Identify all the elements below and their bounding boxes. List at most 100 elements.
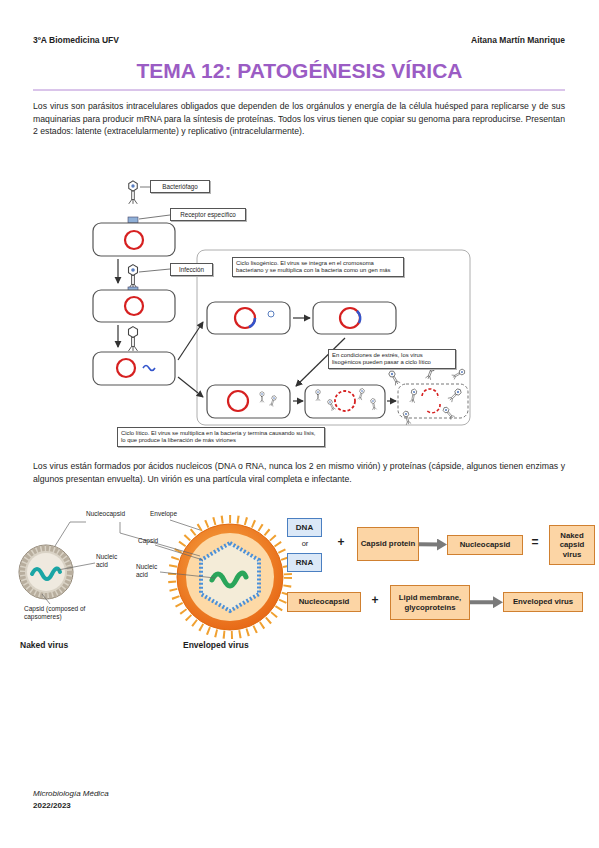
part-label: Capsid (composed of capsomeres): [24, 605, 90, 621]
box-text: Capsid protein: [360, 539, 416, 549]
bacterium-cell: [207, 302, 290, 334]
box-text: Enveloped virus: [506, 597, 580, 607]
part-label: Nucleic acid: [136, 563, 162, 579]
part-label: Envelope: [150, 510, 195, 518]
operator-symbol: +: [367, 593, 383, 607]
bacterial-chromosome: [125, 231, 143, 249]
body-paragraph: Los virus son parásitos intracelulares o…: [33, 100, 565, 138]
step-arrow: [293, 400, 303, 401]
component-box: Lipid membrane, glycoproteins: [390, 585, 470, 620]
glycoprotein-spikes: [172, 519, 288, 635]
phage-symbol: [358, 388, 365, 400]
phage-symbol: [129, 265, 138, 289]
phage-symbol: [403, 410, 411, 424]
callout-box: Bacteriófago: [150, 180, 210, 193]
box-text: Receptor específico: [173, 211, 243, 219]
figure-label: Enveloped virus: [183, 640, 283, 650]
box-text: Bacteriófago: [153, 183, 207, 191]
nucleic-acid-box: RNA: [287, 553, 322, 572]
operator-word: or: [294, 539, 316, 548]
phage-symbol: [410, 389, 417, 403]
component-box: Capsid protein: [357, 527, 419, 561]
receptor-symbol: [128, 217, 138, 223]
header-text: Aitana Martín Manrique: [365, 35, 565, 45]
viral-particle: [268, 311, 274, 317]
operator-symbol: =: [527, 535, 543, 549]
leader-line: [139, 215, 170, 219]
box-text: En condiciones de estrés, los virus liso…: [332, 352, 452, 366]
leader-line: [42, 594, 50, 604]
bacterial-chromosome: [117, 359, 135, 377]
prophage: [249, 318, 255, 327]
nucleic-acid-symbol: [32, 568, 60, 579]
title-rule: [33, 90, 565, 91]
phage-symbol: [448, 388, 462, 402]
leader-line: [139, 269, 170, 272]
callout-box: Ciclo lítico. El virus se multiplica en …: [117, 427, 325, 447]
phage-symbol: [327, 399, 336, 411]
step-arrow: [117, 325, 118, 347]
leader-line: [55, 522, 86, 546]
box-text: Ciclo lisogénico. El virus se integra en…: [236, 260, 400, 274]
box-text: Nucleocapsid: [290, 597, 358, 607]
phage-symbol: [452, 368, 466, 379]
part-label: Capsid: [138, 537, 173, 545]
box-text: Naked capsid virus: [552, 531, 592, 560]
degraded-chromosome: [422, 389, 440, 413]
phage-symbol: [442, 406, 455, 420]
phage-symbol: [370, 398, 376, 410]
box-text: DNA: [290, 523, 319, 533]
leader-line: [155, 545, 203, 560]
nucleic-acid-box: DNA: [287, 518, 322, 537]
degraded-chromosome: [335, 391, 355, 411]
leader-line: [58, 563, 95, 570]
prophage: [357, 311, 360, 323]
leader-line: [170, 520, 200, 530]
bacterial-chromosome: [228, 391, 248, 411]
phage-symbol: [269, 395, 276, 407]
figure-label: Naked virus: [20, 640, 110, 650]
leader-line: [120, 522, 200, 556]
phage-symbol: [388, 370, 400, 386]
capsid-hexagon: [201, 543, 259, 611]
bacterium-cell: [93, 352, 175, 385]
box-text: RNA: [290, 558, 319, 568]
callout-box: Receptor específico: [170, 208, 246, 221]
phage-symbol: [260, 392, 264, 403]
bacterium-cell: [313, 302, 396, 334]
bacterial-chromosome: [340, 308, 360, 328]
header-text: 3ºA Biomedicina UFV: [33, 35, 233, 45]
cycle-frame: [197, 250, 470, 425]
result-box: Naked capsid virus: [549, 525, 595, 565]
phage-symbol: [316, 389, 320, 400]
envelope-membrane: [177, 524, 283, 630]
callout-box: Ciclo lisogénico. El virus se integra en…: [232, 257, 404, 277]
capsid-core: [27, 553, 65, 591]
viral-dna: [143, 366, 155, 371]
box-text: Lipid membrane, glycoproteins: [393, 593, 467, 612]
flow-arrow: [470, 600, 497, 604]
phage-symbol: [129, 181, 138, 204]
bacterium-cell: [305, 385, 385, 418]
step-arrow: [387, 400, 396, 401]
box-text: Ciclo lítico. El virus se multiplica en …: [121, 430, 321, 444]
leader-line: [160, 572, 215, 578]
envelope-inner: [186, 533, 274, 621]
capsid-shell: [19, 545, 73, 599]
bacterium-cell: [93, 290, 175, 322]
box-text: Infección: [173, 266, 210, 274]
result-box: Enveloped virus: [503, 592, 583, 612]
nucleic-acid-symbol: [212, 573, 246, 586]
part-label: Nucleocapsid: [86, 510, 146, 518]
capsomeres: [22, 548, 70, 596]
bacterium-cell: [93, 223, 175, 256]
page-title: TEMA 12: PATOGÉNESIS VÍRICA: [0, 58, 599, 84]
flow-arrow: [419, 542, 441, 546]
footer-text: Microbiología Médica: [33, 789, 233, 799]
phage-symbol: [129, 327, 138, 351]
callout-box: En condiciones de estrés, los virus liso…: [328, 349, 456, 369]
part-label: Nucleic acid: [96, 553, 122, 569]
bacterial-chromosome: [235, 308, 255, 328]
footer-text: 2022/2023: [33, 801, 233, 811]
